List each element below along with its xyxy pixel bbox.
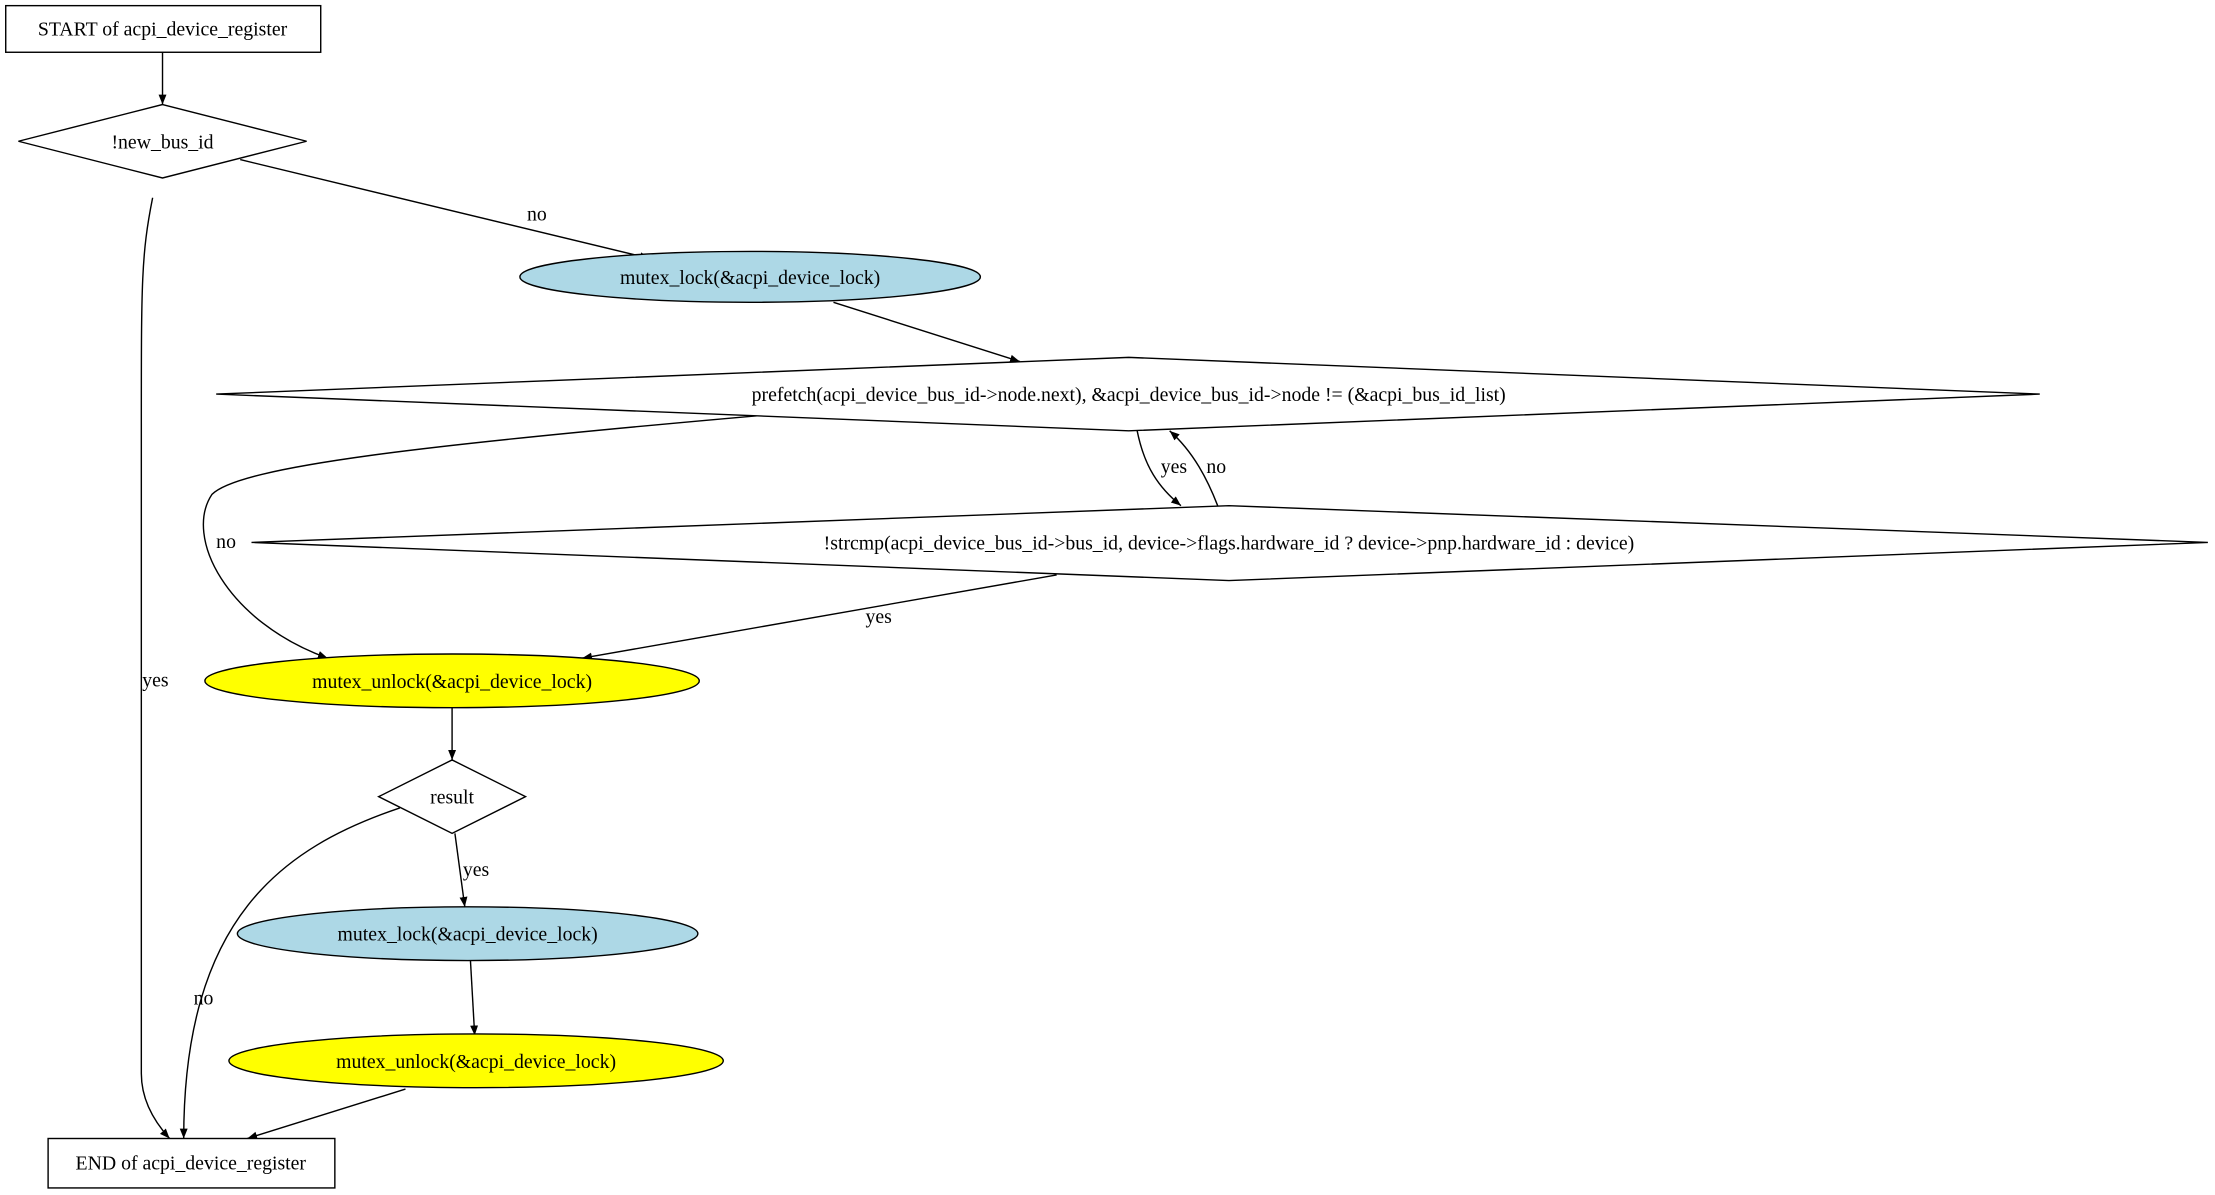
mutex-lock-node-1: mutex_lock(&acpi_device_lock): [519, 250, 982, 303]
condition-result: result: [377, 759, 528, 835]
edge-lock2-to-unlock2: [469, 960, 479, 1036]
mutex-lock-label: mutex_lock(&acpi_device_lock): [620, 267, 880, 289]
edge-label-no: no: [1206, 456, 1226, 478]
edge-result-no: [179, 807, 401, 1139]
edge-loop-no: [202, 414, 763, 659]
mutex-unlock-node-1: mutex_unlock(&acpi_device_lock): [204, 653, 700, 709]
mutex-lock-node-2: mutex_lock(&acpi_device_lock): [236, 906, 699, 962]
edge-strcmp-yes: [581, 574, 1057, 661]
condition-loop: prefetch(acpi_device_bus_id->node.next),…: [216, 356, 2040, 432]
edge-label-yes: yes: [142, 669, 168, 691]
edge-result-yes: [454, 833, 468, 907]
edge-new-bus-id-yes: [140, 197, 171, 1139]
edge-label-no: no: [527, 203, 547, 225]
edge-loop-yes: [1136, 430, 1182, 507]
mutex-unlock-label: mutex_unlock(&acpi_device_lock): [336, 1051, 616, 1073]
edge-label-yes: yes: [1161, 456, 1187, 478]
edge-label-no: no: [194, 987, 214, 1009]
condition-new-bus-id: !new_bus_id: [18, 103, 307, 179]
condition-label: prefetch(acpi_device_bus_id->node.next),…: [752, 384, 1506, 406]
mutex-unlock-node-2: mutex_unlock(&acpi_device_lock): [228, 1033, 724, 1089]
edge-lock1-to-loop: [833, 301, 1021, 363]
edge-label-yes: yes: [463, 859, 489, 881]
edge-label-yes: yes: [865, 606, 891, 628]
mutex-unlock-label: mutex_unlock(&acpi_device_lock): [312, 671, 592, 693]
edge-unlock2-to-end: [247, 1088, 406, 1140]
start-node: START of acpi_device_register: [5, 4, 322, 53]
mutex-lock-label: mutex_lock(&acpi_device_lock): [338, 924, 598, 946]
edge-new-bus-id-no: [240, 158, 651, 261]
condition-label: !strcmp(acpi_device_bus_id->bus_id, devi…: [824, 532, 1635, 554]
condition-label: result: [430, 787, 474, 809]
condition-strcmp: !strcmp(acpi_device_bus_id->bus_id, devi…: [251, 504, 2208, 582]
end-node-label: END of acpi_device_register: [76, 1153, 307, 1175]
start-node-label: START of acpi_device_register: [38, 18, 288, 40]
end-node: END of acpi_device_register: [47, 1137, 336, 1189]
edge-label-no: no: [216, 531, 236, 553]
condition-label: !new_bus_id: [111, 131, 213, 153]
edge-strcmp-no: [1169, 430, 1219, 506]
